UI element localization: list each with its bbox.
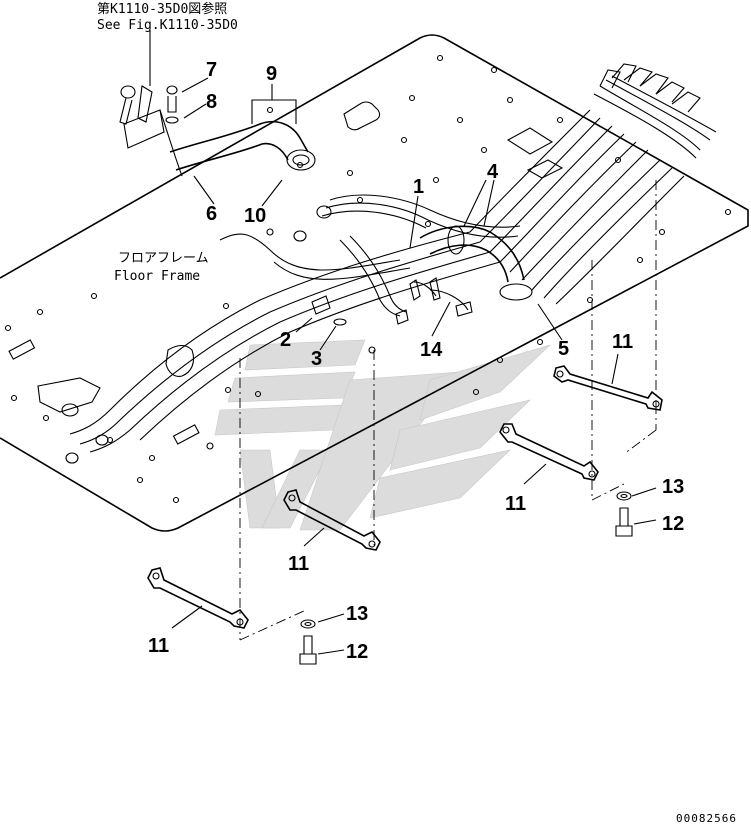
callout-11-a: 11 — [612, 331, 633, 353]
callout-6: 6 — [206, 203, 217, 225]
reference-note-en: See Fig.K1110-35D0 — [97, 18, 238, 33]
tube-parts — [169, 120, 533, 301]
callout-12-a: 12 — [662, 513, 684, 535]
floor-frame-plate — [0, 34, 749, 532]
callout-13-b: 13 — [346, 603, 368, 625]
fittings — [61, 85, 473, 464]
assembly-guide-lines — [239, 180, 657, 641]
callout-5: 5 — [558, 338, 569, 360]
callout-12-b: 12 — [346, 641, 368, 663]
callout-4: 4 — [487, 161, 499, 183]
callout-9: 9 — [266, 63, 277, 85]
plate-holes — [4, 54, 732, 504]
callout-11-b: 11 — [505, 493, 526, 515]
callout-1: 1 — [413, 176, 424, 198]
callout-7: 7 — [206, 59, 217, 81]
floor-frame-label-jp: フロアフレーム — [118, 251, 209, 266]
washer-bolt-parts — [299, 491, 633, 665]
callout-11-d: 11 — [148, 635, 169, 657]
clamp-parts — [147, 365, 663, 629]
figure-number: 00082566 — [676, 812, 737, 825]
callout-13-a: 13 — [662, 476, 684, 498]
callout-10: 10 — [244, 205, 266, 227]
callout-11-c: 11 — [288, 553, 309, 575]
callout-8: 8 — [206, 91, 217, 113]
callout-2: 2 — [280, 329, 291, 351]
watermark-logo — [214, 339, 551, 531]
reference-note-jp: 第K1110-35D0図参照 — [97, 1, 227, 17]
callout-14: 14 — [420, 339, 443, 361]
leader-lines — [149, 30, 657, 655]
floor-frame-label-en: Floor Frame — [114, 269, 200, 284]
callout-3: 3 — [311, 348, 322, 370]
